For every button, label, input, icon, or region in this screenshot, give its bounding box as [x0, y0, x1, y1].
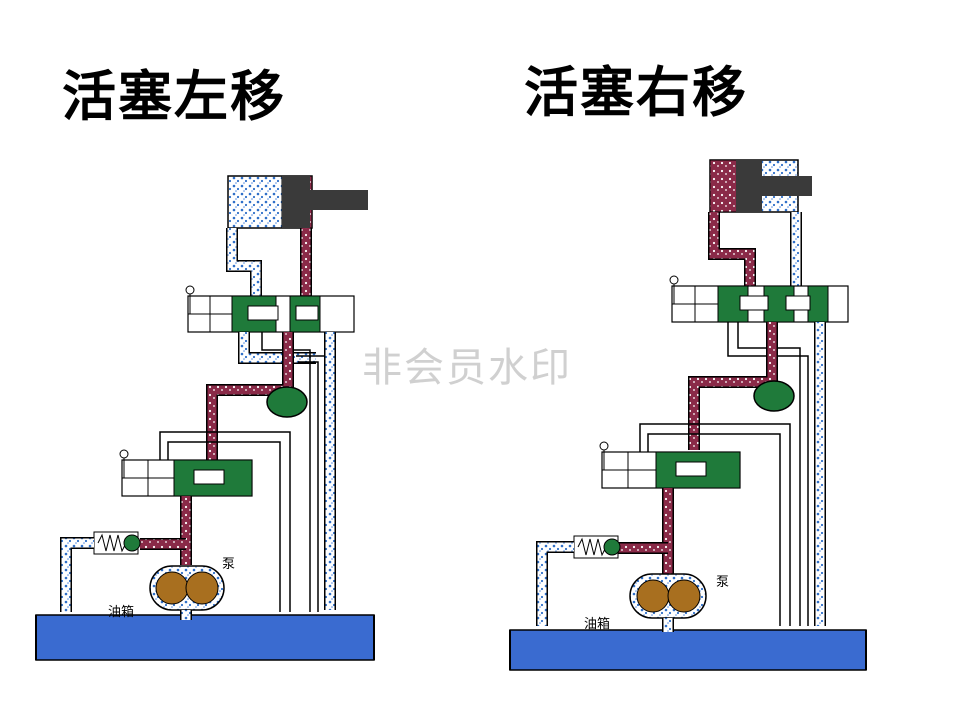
gear-pump [149, 565, 225, 611]
piston-rod [762, 176, 812, 196]
tank-label: 油箱 [584, 616, 610, 632]
gear-pump [629, 573, 707, 619]
watermark: 非会员水印 [362, 345, 572, 391]
tank-label: 油箱 [108, 604, 134, 620]
pump-label: 泵 [222, 557, 235, 572]
valve-control-knob [185, 285, 195, 295]
diagram-left: 泵 油箱 [35, 175, 375, 661]
relief-valve [573, 535, 621, 559]
directional-valve-1 [185, 285, 355, 333]
piston [282, 176, 310, 228]
oil-tank [35, 614, 375, 661]
hydraulic-cylinder [227, 175, 368, 229]
directional-valve-1 [669, 275, 849, 323]
check-valve [753, 380, 795, 412]
oil-tank [509, 629, 867, 671]
directional-valve-2 [599, 441, 741, 489]
title-piston-left: 活塞左移 [62, 65, 286, 128]
pump-label: 泵 [716, 575, 729, 590]
check-valve [266, 386, 308, 418]
directional-valve-2 [119, 449, 253, 497]
piston [736, 160, 762, 212]
valve-control-knob [669, 275, 679, 285]
relief-valve [93, 531, 141, 555]
title-piston-right: 活塞右移 [524, 61, 748, 124]
piston-rod [310, 190, 368, 210]
diagram-right: 泵 油箱 [509, 159, 867, 671]
hydraulic-cylinder [709, 159, 812, 213]
